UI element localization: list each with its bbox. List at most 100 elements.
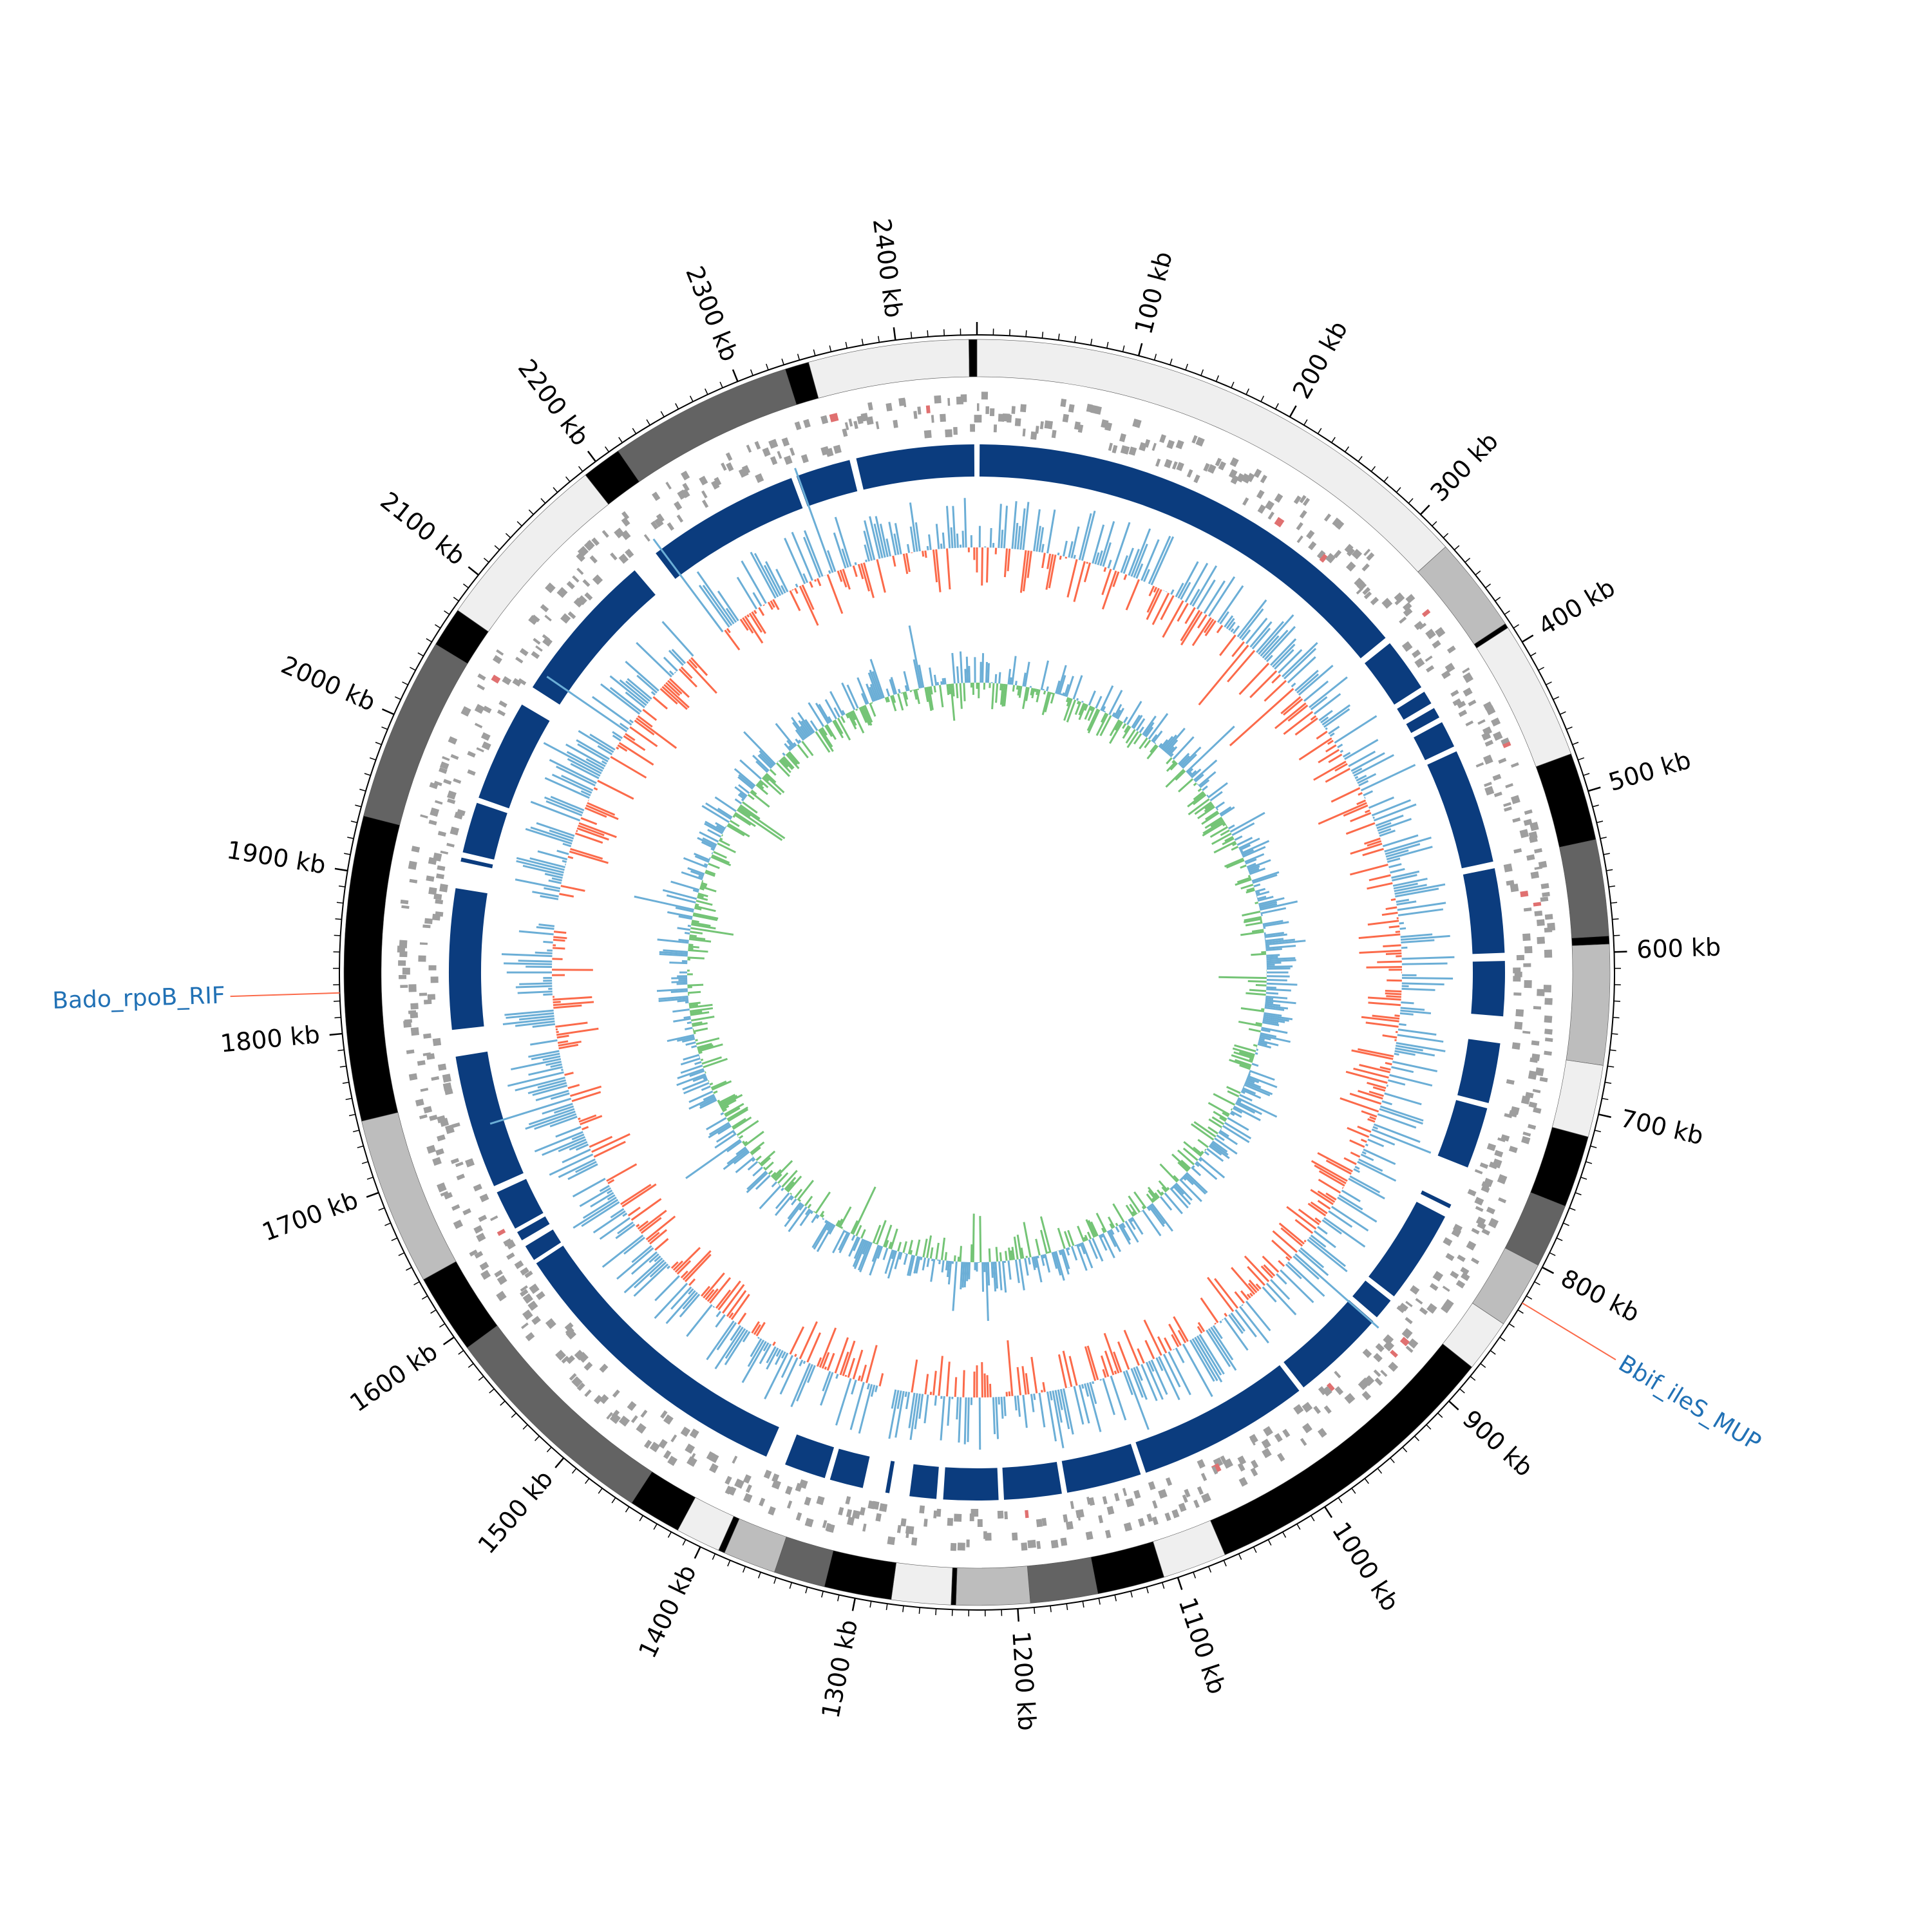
gc-bar [1278,649,1303,674]
skew-bar [1101,706,1106,712]
gc-bar [612,734,621,742]
gc-bar [667,679,683,695]
gc-bar [553,931,567,934]
gene-feature [983,1531,987,1539]
gc-bar [1358,1048,1394,1057]
gc-bar [1022,550,1030,592]
skew-bar [1009,677,1012,685]
minor-tick [1267,1539,1272,1546]
minor-tick [618,437,623,443]
skew-bar [1224,857,1244,868]
gc-bar [636,674,658,694]
gc-bar [597,779,634,800]
gc-bar [820,1372,834,1406]
skew-bar [1246,862,1256,868]
skew-bar [788,1206,808,1233]
gene-feature [474,723,483,728]
gc-bar [540,895,559,900]
skew-bar [770,1171,777,1178]
gc-bar [1340,1097,1379,1113]
gc-bar [1101,569,1112,596]
gc-bar [762,1342,770,1352]
gc-bar [1311,1160,1348,1182]
gene-feature [1532,1088,1541,1094]
skew-bar [938,685,944,708]
skew-bar [1234,835,1243,841]
skew-bar [1067,1247,1070,1251]
gc-bar [995,1397,999,1439]
skew-bar [798,1199,801,1202]
gene-feature [900,1518,907,1527]
gc-bar [809,581,813,588]
skew-bar [1092,1238,1104,1262]
gc-bar [549,1115,578,1128]
gc-bar [1307,1202,1327,1217]
gene-feature [1526,854,1535,861]
gc-bar [1227,650,1256,683]
skew-bar [813,1222,831,1250]
gene-feature [1414,621,1424,630]
skew-bar [1192,1165,1195,1168]
gene-feature [1396,1305,1405,1314]
minor-tick [1408,498,1414,504]
minor-tick [391,1237,398,1242]
gene-feature [1215,457,1222,467]
skew-bar [663,949,688,953]
skew-bar [1079,1242,1086,1255]
skew-bar [694,905,716,913]
gc-bar [1363,837,1381,845]
skew-bar [786,740,795,749]
gc-bar [839,569,848,588]
skew-bar [746,1171,768,1193]
skew-bar [1238,837,1260,849]
gc-bar [1204,620,1217,636]
gene-feature [1443,1298,1454,1309]
gc-bar [722,1283,745,1314]
skew-bar [866,683,875,703]
skew-bar [1220,829,1230,837]
skew-bar [1236,837,1253,846]
gc-bar [612,731,623,739]
skew-bar [987,1262,990,1286]
skew-bar [703,1094,715,1101]
gc-bar [751,611,766,634]
gene-feature [1011,406,1016,414]
gc-bar [928,534,932,551]
gene-feature [442,1082,452,1092]
gc-bar [631,1245,652,1264]
gene-feature [1544,949,1553,958]
gc-bar [746,614,750,618]
gene-feature [893,419,898,428]
skew-bar [1209,1143,1230,1159]
gc-bar [518,930,554,936]
gc-bar [1287,1261,1325,1297]
gene-feature [489,1215,498,1222]
gc-bar [534,1131,583,1153]
gene-feature [845,1496,851,1505]
skew-bar [1265,947,1282,951]
gc-bar [888,1390,900,1439]
skew-bar [961,1262,965,1288]
gene-feature [409,878,418,884]
skew-bar [717,1099,721,1103]
skew-bar [1039,1216,1052,1253]
gc-bar [1357,773,1377,784]
gc-bar [1062,1388,1074,1435]
gc-bar [1321,704,1351,726]
gc-bar [1385,849,1409,858]
minor-tick [1303,419,1308,426]
gene-feature [1094,406,1102,415]
gc-bar [1384,1092,1422,1106]
gc-bar [1070,526,1080,558]
gc-bar [1368,1090,1384,1097]
gene-feature [584,592,593,601]
skew-bar [944,1252,947,1261]
gene-feature [993,424,998,433]
gc-bar [902,553,909,574]
minor-tick [1396,487,1401,493]
minor-tick [413,1281,420,1285]
gc-bar [561,774,594,791]
skew-bar [1258,1039,1279,1046]
gene-feature [1537,941,1545,944]
skew-bar [1129,1204,1138,1215]
